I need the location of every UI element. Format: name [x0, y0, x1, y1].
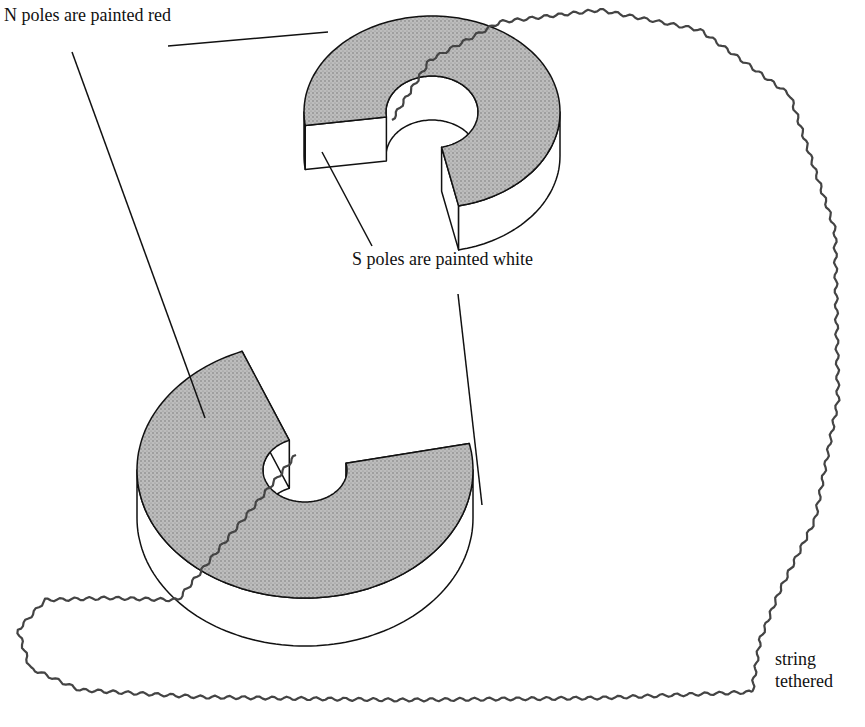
annotation-label: S poles are painted white	[352, 248, 542, 270]
string-line	[17, 455, 752, 702]
leader-line	[458, 294, 482, 505]
annotation-label: N poles are painted red	[4, 4, 184, 26]
north-pole-face	[304, 16, 560, 206]
annotation-label: string tethered	[775, 648, 859, 692]
leader-line	[322, 152, 372, 246]
north-pole-face	[137, 351, 473, 598]
string	[17, 9, 839, 701]
leader-line	[72, 52, 205, 418]
string-line	[392, 9, 840, 692]
lower-ring-magnet	[137, 351, 473, 646]
upper-ring-magnet	[304, 16, 560, 250]
leader-line	[168, 32, 328, 46]
